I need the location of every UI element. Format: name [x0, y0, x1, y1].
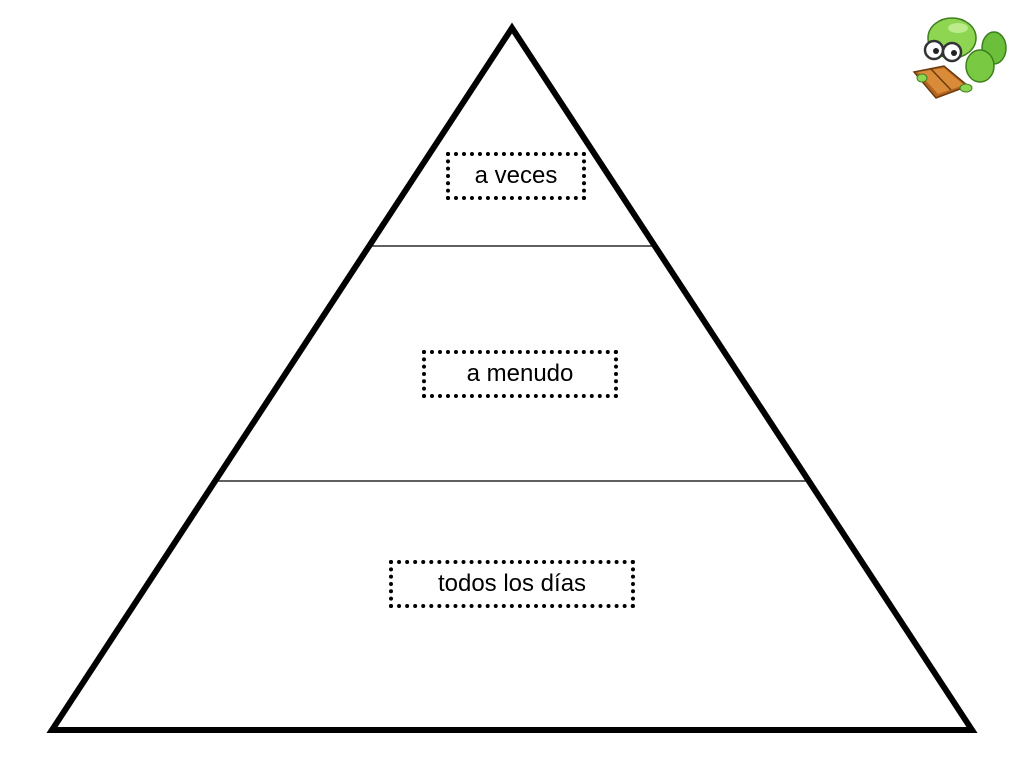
tier-label-bottom: todos los días	[389, 560, 635, 608]
tier-label-middle: a menudo	[422, 350, 618, 398]
tier-label-middle-text: a menudo	[466, 360, 574, 387]
eye-right	[951, 50, 957, 56]
tier-label-top-text: a veces	[474, 162, 558, 189]
tier-label-top: a veces	[446, 152, 586, 200]
worm-head-highlight	[948, 23, 968, 33]
book-spine	[930, 68, 952, 91]
worm-body-segment	[965, 49, 995, 83]
bookworm-reading-icon	[912, 17, 1007, 99]
worm-hand-left	[916, 73, 928, 83]
tier-label-bottom-text: todos los días	[437, 570, 587, 597]
eye-left	[933, 48, 939, 54]
book-pages	[918, 68, 964, 94]
worm-hand-right	[959, 83, 973, 93]
